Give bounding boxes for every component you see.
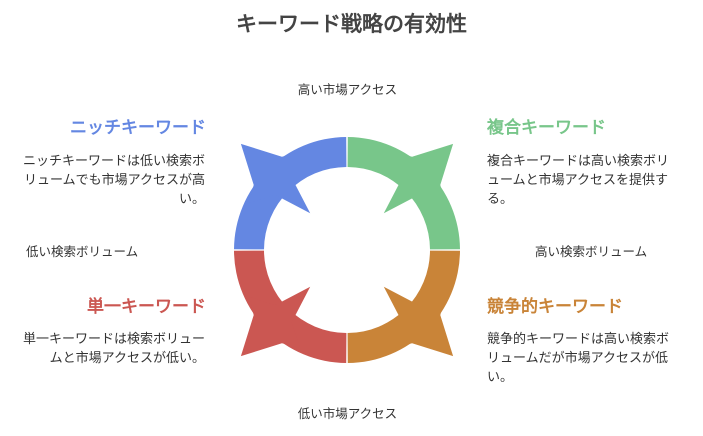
compound-keyword-description: 複合キーワードは高い検索ボリュームと市場アクセスを提供する。 — [487, 154, 670, 207]
single-ring-segment — [234, 250, 347, 363]
competitive-arrow-icon — [383, 286, 454, 357]
compound-keyword-heading: 複合キーワード — [487, 118, 606, 138]
single-arrow-icon — [240, 286, 311, 357]
axis-label-bottom: 低い市場アクセス — [297, 406, 398, 421]
competitive-keyword-heading: 競争的キーワード — [487, 297, 623, 317]
axis-label-right: 高い検索ボリューム — [535, 244, 648, 259]
single-keyword-heading: 単一キーワード — [87, 297, 206, 317]
niche-arrow-icon — [240, 143, 311, 214]
axis-label-left: 低い検索ボリューム — [26, 244, 139, 259]
compound-arrow-icon — [383, 143, 454, 214]
diagram-title: キーワード戦略の有効性 — [236, 12, 467, 36]
single-keyword-description: 単一キーワードは検索ボリュームと市場アクセスが低い。 — [22, 332, 205, 366]
axis-label-top: 高い市場アクセス — [297, 82, 398, 97]
niche-ring-segment — [234, 137, 347, 250]
niche-keyword-heading: ニッチキーワード — [70, 118, 206, 138]
niche-keyword-description: ニッチキーワードは低い検索ボリュームでも市場アクセスが高い。 — [22, 154, 205, 207]
competitive-ring-segment — [347, 250, 460, 363]
competitive-keyword-description: 競争的キーワードは高い検索ボリュームだが市場アクセスが低い。 — [487, 332, 670, 385]
compound-ring-segment — [347, 137, 460, 250]
